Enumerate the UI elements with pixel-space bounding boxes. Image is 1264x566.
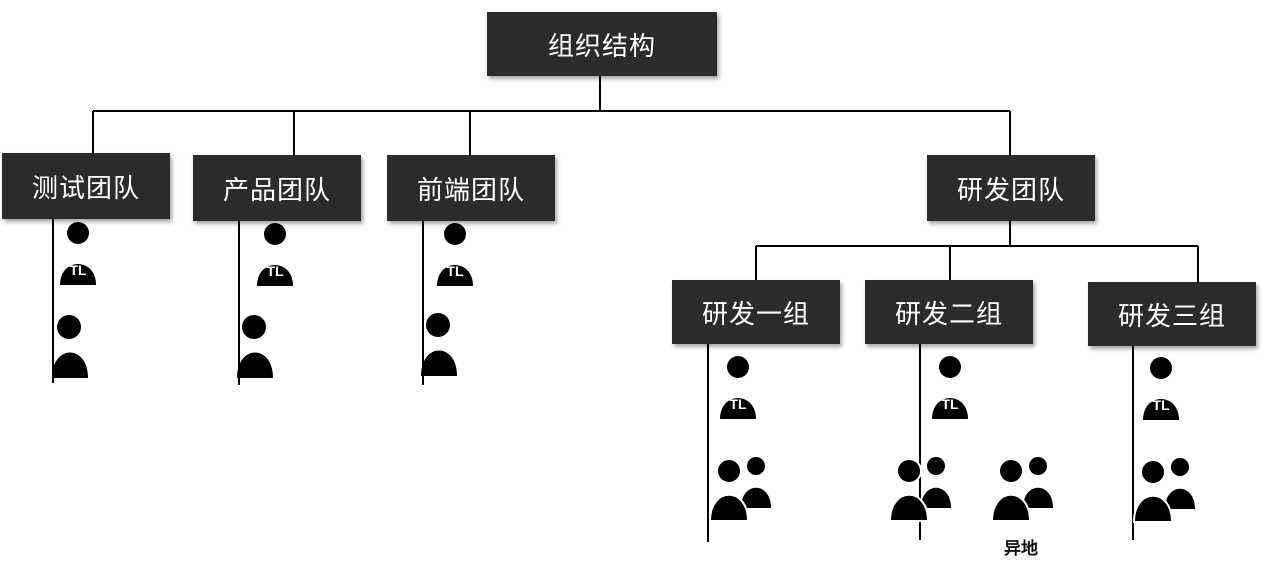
root-node: 组织结构 (487, 12, 717, 76)
team-node-test: 测试团队 (2, 153, 170, 219)
dev-group-node-2: 研发二组 (865, 280, 1033, 344)
leader-badge-text: TL (446, 263, 464, 279)
team-leader-icon: TL (720, 356, 756, 419)
dev-group-label: 研发三组 (1117, 301, 1226, 332)
team-leader-icon: TL (932, 356, 968, 419)
team-node-frontend: 前端团队 (387, 155, 555, 221)
leader-badge-text: TL (941, 396, 959, 412)
member-icon (52, 315, 88, 378)
team-label: 测试团队 (31, 173, 140, 204)
member-icon (421, 313, 457, 376)
team-leader-icon: TL (1143, 357, 1179, 420)
team-leader-icon: TL (60, 222, 96, 285)
leader-badge-text: TL (69, 262, 87, 278)
dev-group-node-1: 研发一组 (672, 280, 840, 344)
group-members-icon (708, 457, 771, 522)
group-members-icon (888, 457, 951, 522)
root-label: 组织结构 (547, 31, 656, 62)
dev-group-label: 研发二组 (894, 299, 1003, 330)
team-label: 产品团队 (222, 175, 331, 206)
group-members-icon (990, 457, 1053, 522)
leader-badge-text: TL (266, 263, 284, 279)
team-leader-icon: TL (437, 223, 473, 286)
team-label: 研发团队 (956, 175, 1065, 206)
remote-label: 异地 (1004, 539, 1038, 559)
leader-badge-text: TL (1152, 397, 1170, 413)
member-icon (237, 315, 273, 378)
team-node-product: 产品团队 (193, 155, 361, 221)
dev-group-node-3: 研发三组 (1088, 282, 1256, 346)
team-node-dev: 研发团队 (927, 155, 1095, 221)
dev-group-label: 研发一组 (701, 299, 810, 330)
team-leader-icon: TL (257, 223, 293, 286)
group-members-icon (1132, 458, 1195, 523)
leader-badge-text: TL (729, 396, 747, 412)
team-label: 前端团队 (416, 175, 525, 206)
